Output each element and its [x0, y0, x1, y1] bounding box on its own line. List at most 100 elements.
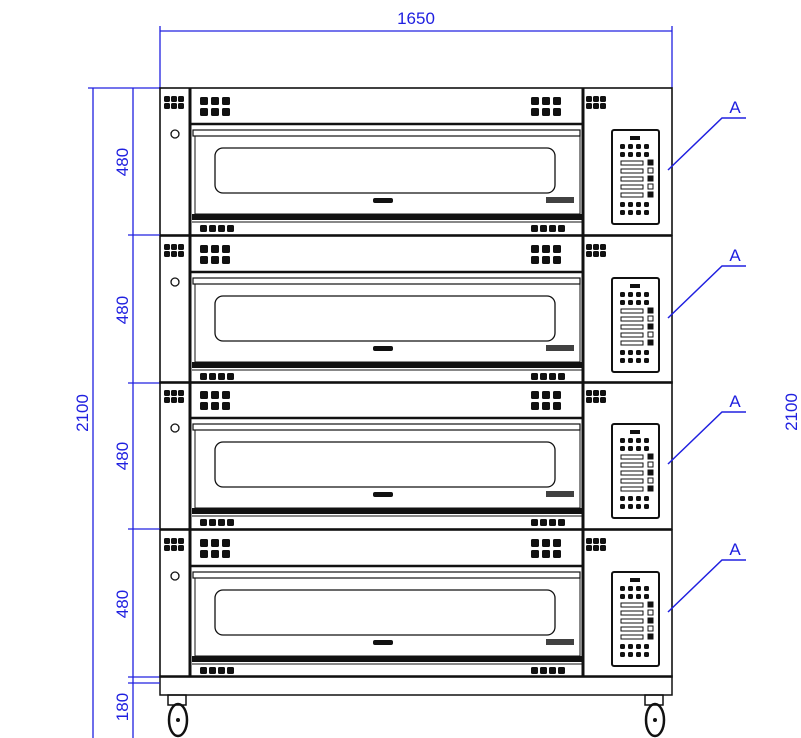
- vent-square: [200, 225, 207, 232]
- base-frame: [159, 675, 673, 696]
- control-panel: [611, 277, 660, 373]
- vent-square: [628, 496, 633, 501]
- vent-square: [620, 504, 625, 509]
- vent-square: [620, 300, 625, 305]
- vent-square: [549, 667, 556, 674]
- vent-square: [222, 391, 230, 399]
- vent-square: [600, 538, 606, 544]
- vent-square: [171, 397, 177, 403]
- vent-square: [636, 202, 641, 207]
- control-button: [620, 618, 644, 624]
- vent-square: [586, 397, 592, 403]
- brand-logo: [373, 198, 393, 203]
- vent-square: [227, 225, 234, 232]
- control-button: [620, 192, 644, 198]
- vent-square: [218, 667, 225, 674]
- vent-square: [620, 438, 625, 443]
- vent-square: [644, 496, 649, 501]
- vent-square: [549, 519, 556, 526]
- vent-square: [628, 504, 633, 509]
- vent-square: [628, 300, 633, 305]
- vent-square: [620, 144, 625, 149]
- vent-square: [531, 519, 538, 526]
- vent-square: [209, 373, 216, 380]
- brand-logo: [373, 640, 393, 645]
- vent-square: [200, 97, 208, 105]
- vent-square: [553, 550, 561, 558]
- vent-square: [227, 373, 234, 380]
- control-indicator: [647, 461, 654, 468]
- deck-height-label: 480: [113, 590, 132, 618]
- indicator-circle: [170, 423, 180, 433]
- vent-square: [531, 256, 539, 264]
- vent-square: [620, 594, 625, 599]
- vent-square: [636, 652, 641, 657]
- vent-square: [644, 652, 649, 657]
- vent-square: [553, 97, 561, 105]
- callout-leader-line: [667, 117, 746, 171]
- control-indicator: [647, 453, 654, 460]
- vent-square: [620, 152, 625, 157]
- vent-square: [593, 251, 599, 257]
- control-panel: [611, 129, 660, 225]
- control-indicator: [647, 175, 654, 182]
- control-display: [630, 430, 640, 434]
- vent-square: [542, 97, 550, 105]
- vent-square: [222, 97, 230, 105]
- vent-square: [644, 350, 649, 355]
- vent-square: [558, 373, 565, 380]
- vent-square: [628, 210, 633, 215]
- vent-square: [620, 644, 625, 649]
- vent-square: [200, 245, 208, 253]
- vent-square: [171, 538, 177, 544]
- vent-square: [200, 667, 207, 674]
- vent-square: [644, 144, 649, 149]
- callout-leader-line: [667, 559, 746, 613]
- vent-square: [222, 539, 230, 547]
- vent-square: [586, 538, 592, 544]
- brand-logo: [373, 492, 393, 497]
- vent-square: [171, 96, 177, 102]
- vent-square: [600, 390, 606, 396]
- vent-square: [636, 210, 641, 215]
- vent-square: [628, 144, 633, 149]
- door-handle: [192, 508, 582, 514]
- vent-square: [178, 251, 184, 257]
- vent-square: [644, 292, 649, 297]
- vent-square: [211, 245, 219, 253]
- vent-square: [164, 103, 170, 109]
- vent-square: [542, 108, 550, 116]
- base-height-label: 180: [113, 693, 132, 721]
- vent-square: [211, 108, 219, 116]
- vent-square: [553, 108, 561, 116]
- control-button: [620, 308, 644, 314]
- control-indicator: [647, 601, 654, 608]
- vent-square: [644, 438, 649, 443]
- indicator-circle: [170, 129, 180, 139]
- control-button: [620, 462, 644, 468]
- door-top-strip: [192, 423, 581, 431]
- vent-square: [644, 594, 649, 599]
- vent-square: [531, 550, 539, 558]
- vent-square: [620, 358, 625, 363]
- vent-square: [164, 545, 170, 551]
- control-button: [620, 634, 644, 640]
- vent-square: [586, 96, 592, 102]
- vent-square: [540, 225, 547, 232]
- vent-square: [200, 391, 208, 399]
- vent-square: [628, 586, 633, 591]
- vent-square: [222, 256, 230, 264]
- control-panel: [611, 423, 660, 519]
- vent-square: [553, 245, 561, 253]
- vent-square: [644, 202, 649, 207]
- vent-square: [586, 390, 592, 396]
- vent-square: [644, 504, 649, 509]
- vent-square: [164, 397, 170, 403]
- vent-square: [586, 545, 592, 551]
- vent-square: [600, 96, 606, 102]
- width-label: 1650: [397, 9, 435, 28]
- callout-label: A: [729, 392, 741, 411]
- model-badge: [546, 639, 574, 645]
- vent-square: [209, 225, 216, 232]
- callout-leader-line: [667, 411, 746, 465]
